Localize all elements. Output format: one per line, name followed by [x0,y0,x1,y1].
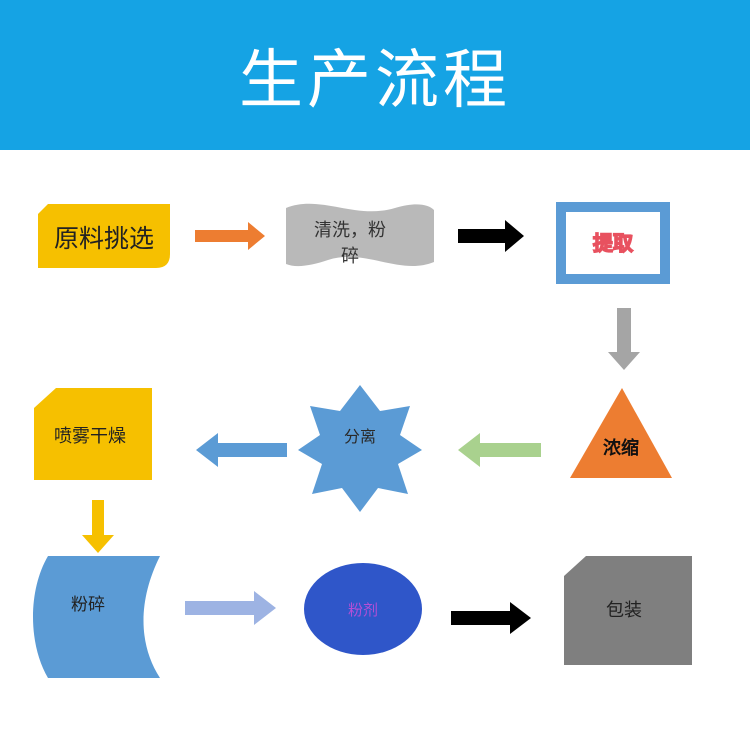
step-extract: 提取 [556,202,670,284]
wash-label-line1: 清洗，粉 [314,220,386,241]
extract-inner [566,212,660,274]
arrow-gold-down [82,500,114,553]
spray-dry-label: 喷雾干燥 [54,426,126,447]
powder-label: 粉剂 [348,601,378,619]
arrow-black-2 [451,602,531,634]
separate-star [298,385,422,512]
arrow-blue-left [196,433,287,467]
extract-label: 提取 [593,231,633,255]
package-label: 包装 [606,600,642,621]
step-separate: 分离 [298,385,422,512]
package-shape [564,556,692,665]
process-flow-diagram: 原料挑选 清洗，粉 碎 提取 喷雾干燥 分离 浓缩 粉碎 [33,202,692,678]
step-concentrate: 浓缩 [570,388,672,478]
concentrate-triangle [570,388,672,478]
arrow-black-1 [458,220,524,252]
arrow-orange [195,222,265,250]
spray-dry-shape [34,388,152,480]
arrow-green-left [458,433,541,467]
page-title: 生产流程 [239,44,511,118]
arrow-gray-down [608,308,640,370]
step-wash: 清洗，粉 碎 [286,203,434,267]
raw-material-shape [38,204,170,268]
wash-label-line2: 碎 [341,246,359,267]
wash-shape [286,203,434,267]
step-crush: 粉碎 [33,556,160,678]
step-package: 包装 [564,556,692,665]
page-header: 生产流程 [0,0,750,150]
separate-label: 分离 [344,427,376,446]
crush-label: 粉碎 [71,595,105,615]
step-spray-dry: 喷雾干燥 [34,388,152,480]
arrow-light-blue [185,591,276,625]
step-raw-material: 原料挑选 [38,204,170,268]
raw-material-label: 原料挑选 [54,224,154,253]
crush-shape [33,556,160,678]
concentrate-label: 浓缩 [603,437,639,459]
powder-oval [304,563,422,655]
step-powder: 粉剂 [304,563,422,655]
